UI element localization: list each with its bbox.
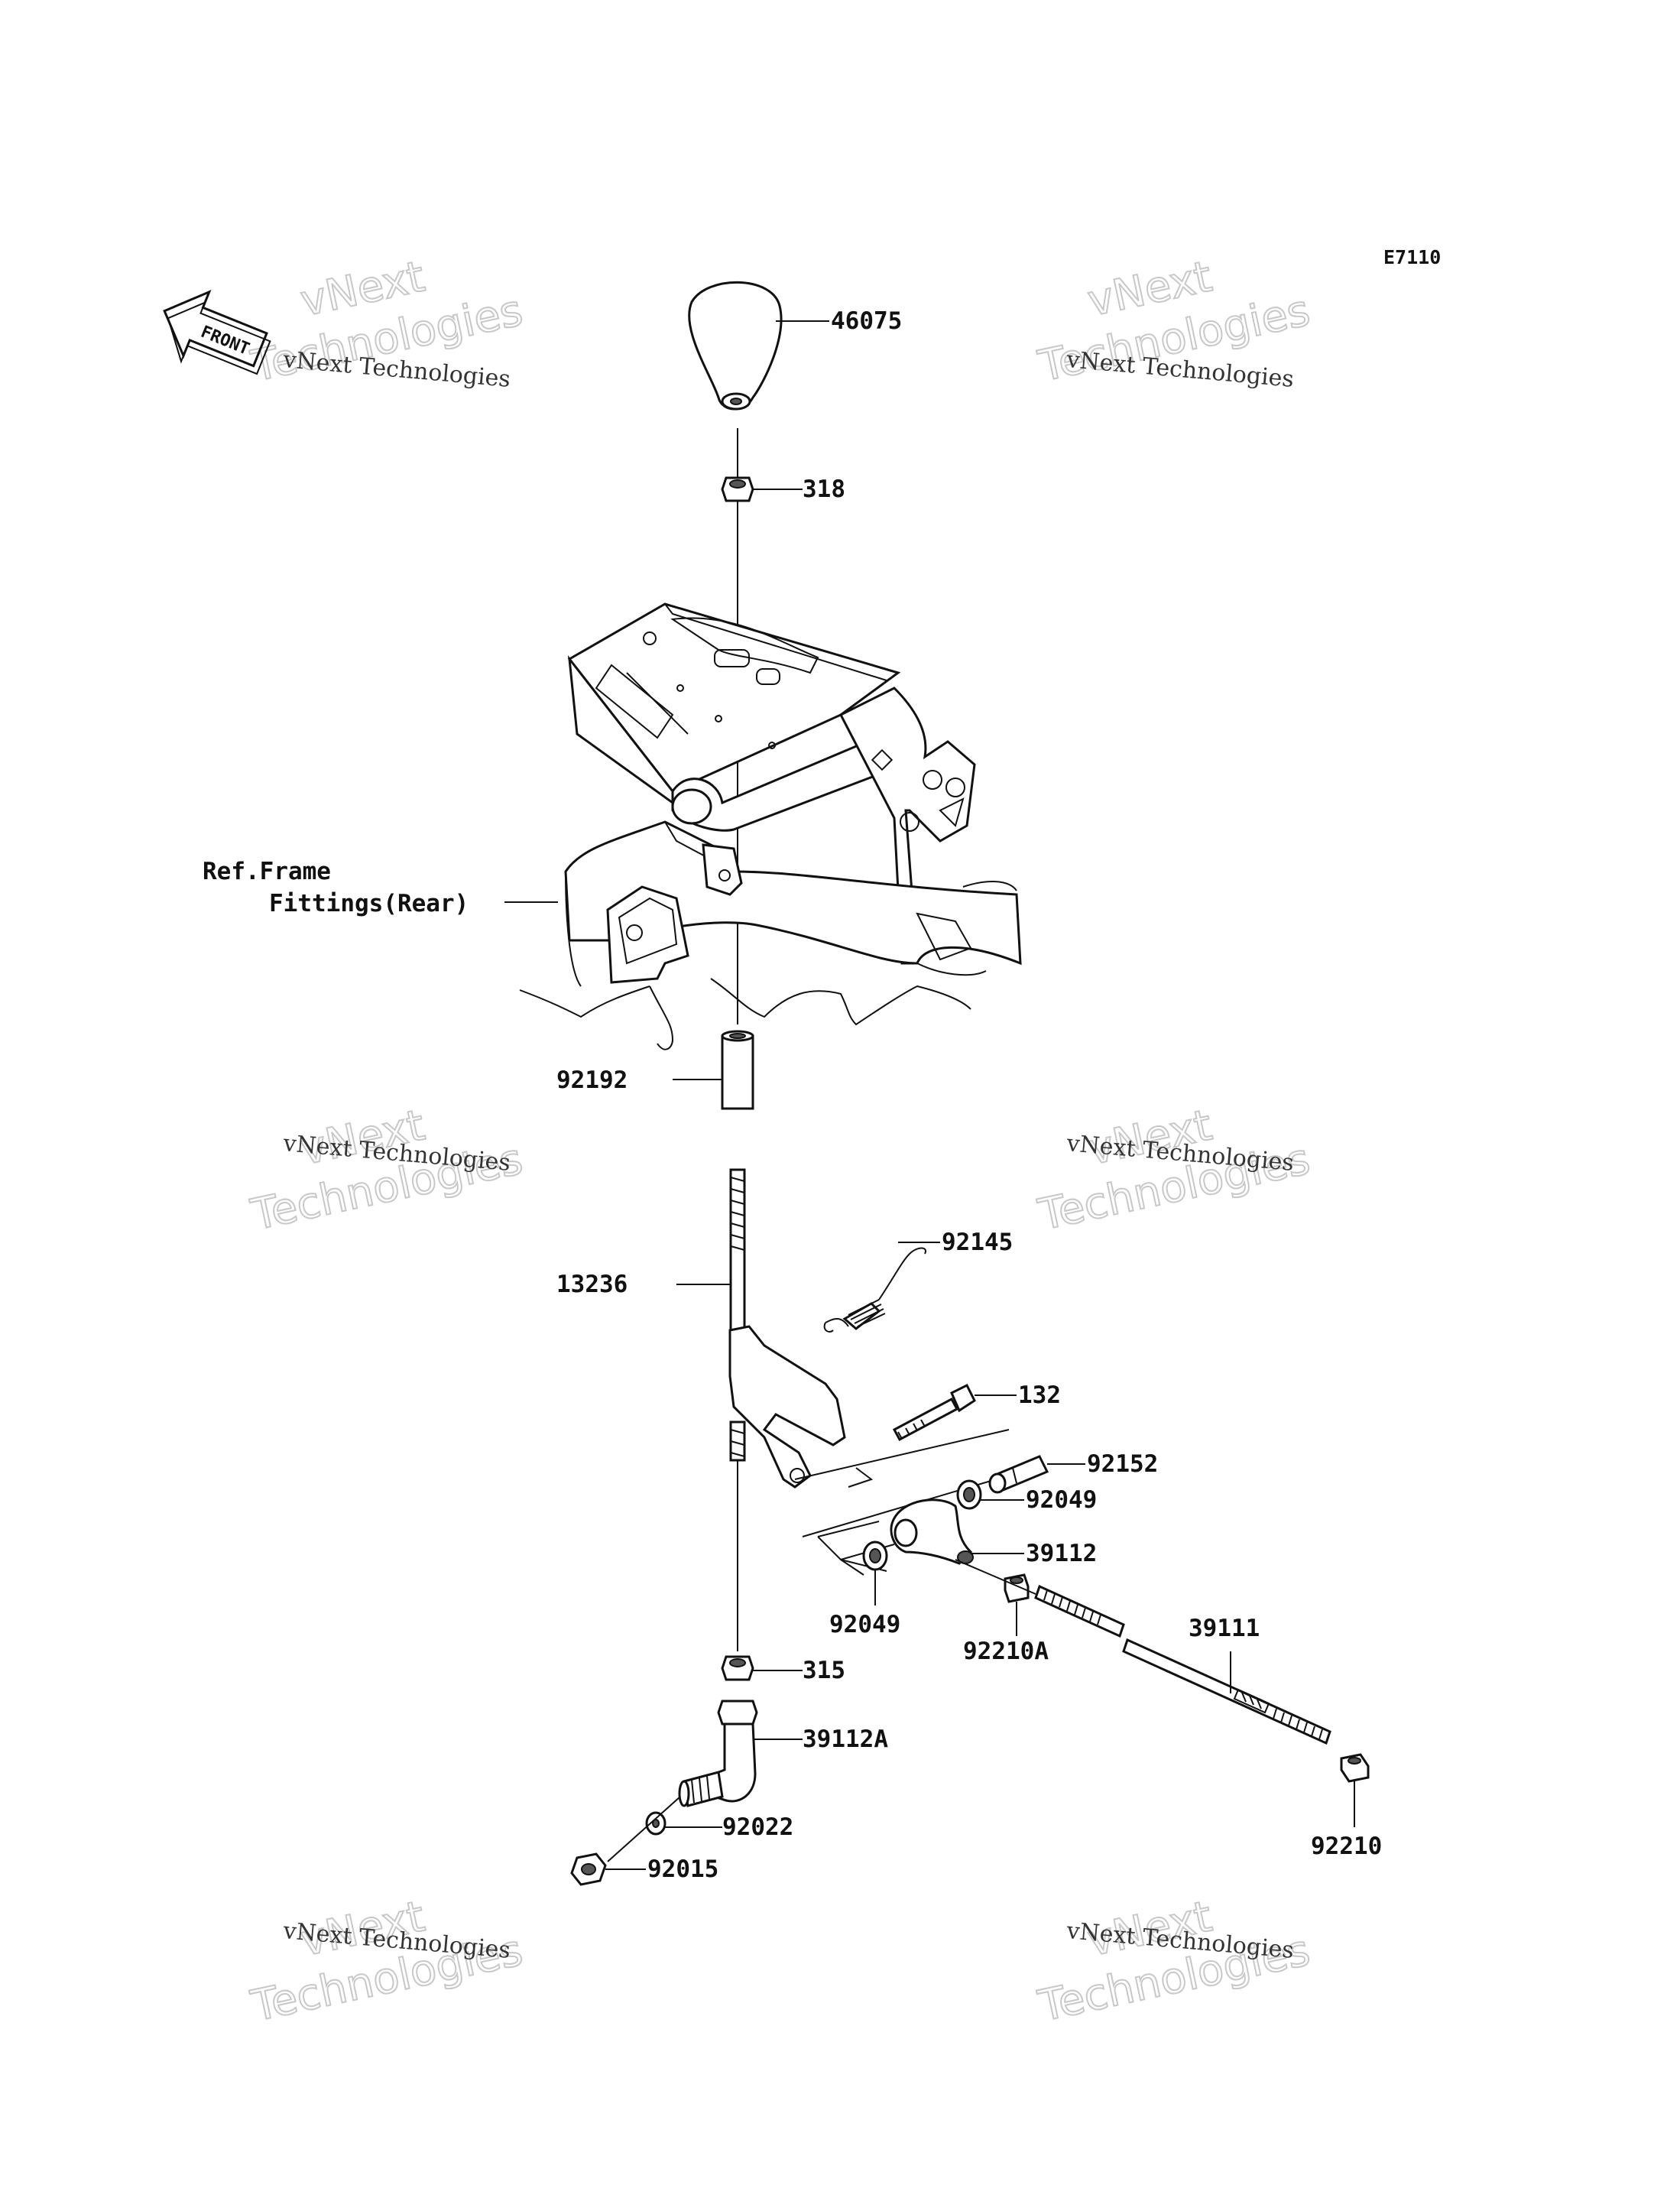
- part-label-39112: 39112: [1026, 1540, 1097, 1567]
- nut-315: [721, 1655, 754, 1681]
- joint-39112a: [678, 1700, 758, 1807]
- part-label-39112a: 39112A: [803, 1726, 888, 1753]
- part-label-92049-upper: 92049: [1026, 1486, 1097, 1514]
- part-label-92192: 92192: [556, 1067, 628, 1094]
- part-label-92049-lower: 92049: [829, 1611, 900, 1638]
- part-label-92152: 92152: [1087, 1450, 1158, 1478]
- part-label-39111: 39111: [1189, 1615, 1260, 1642]
- ref-frame-line2: Fittings(Rear): [269, 890, 469, 917]
- diagram-code: E7110: [1383, 246, 1441, 268]
- rod-39111: [1034, 1584, 1331, 1745]
- part-label-92210a: 92210A: [963, 1638, 1049, 1665]
- nut-318: [721, 476, 754, 502]
- joint-39112: [890, 1498, 974, 1565]
- collar-92192: [721, 1030, 754, 1110]
- part-label-92015: 92015: [647, 1855, 718, 1883]
- shift-knob: [688, 281, 783, 411]
- washer-92049-lower: [862, 1541, 888, 1571]
- washer-92022: [645, 1811, 666, 1836]
- part-label-132: 132: [1018, 1381, 1061, 1409]
- assembly-axis-rod: [955, 1559, 1036, 1595]
- nut-92210: [1340, 1753, 1370, 1783]
- part-label-315: 315: [803, 1657, 845, 1684]
- washer-92049-upper: [956, 1479, 982, 1510]
- sleeve-92152: [988, 1455, 1049, 1494]
- part-label-92145: 92145: [942, 1229, 1013, 1256]
- assembly-axis-lower: [607, 1796, 681, 1862]
- nut-92015: [570, 1852, 607, 1886]
- part-label-13236: 13236: [556, 1271, 628, 1298]
- spring-92145: [823, 1247, 926, 1333]
- part-label-318: 318: [803, 476, 845, 503]
- shift-lever-13236: [728, 1168, 846, 1489]
- part-label-46075: 46075: [831, 307, 902, 335]
- nut-92210a: [1004, 1573, 1030, 1603]
- ref-frame-line1: Ref.Frame: [203, 858, 331, 885]
- bolt-132: [892, 1383, 976, 1442]
- part-label-92210: 92210: [1311, 1833, 1382, 1860]
- frame-fittings-rear: [519, 602, 1022, 1050]
- part-label-92022: 92022: [722, 1813, 793, 1841]
